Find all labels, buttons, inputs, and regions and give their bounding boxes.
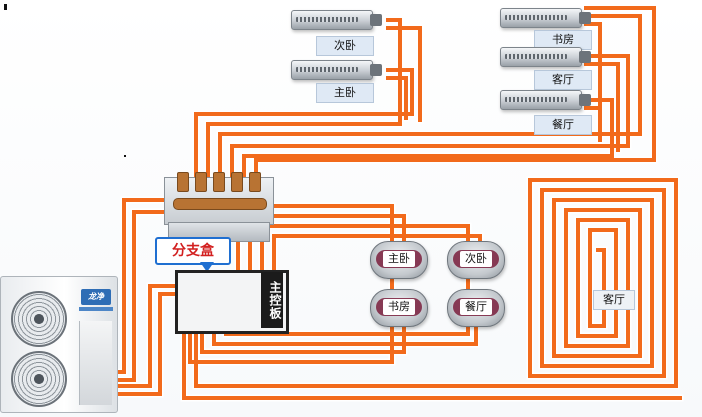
wall-unit-master-bedroom: 主卧 — [370, 241, 428, 279]
ducted-unit-label: 客厅 — [534, 70, 592, 90]
pipe — [182, 328, 682, 400]
valve-icon — [213, 172, 225, 192]
brand-stripe — [79, 307, 113, 311]
valve-icon — [195, 172, 207, 192]
ducted-unit-label: 餐厅 — [534, 115, 592, 135]
pipe — [236, 204, 394, 298]
pipe — [386, 26, 422, 122]
pipe — [114, 198, 170, 374]
brand-logo: 龙净 — [81, 289, 111, 305]
pipe — [230, 54, 630, 182]
ducted-unit-label: 次卧 — [316, 36, 374, 56]
callout-pointer — [200, 262, 214, 272]
pipe — [194, 68, 414, 182]
valve-icon — [249, 172, 261, 192]
pipe — [386, 76, 408, 120]
fan-icon — [11, 291, 67, 347]
pipe — [584, 106, 602, 130]
main-control-board: 主控板 — [261, 272, 283, 328]
floor-heating-label: 客厅 — [593, 290, 635, 310]
outdoor-side-panel — [79, 321, 112, 405]
ducted-unit-label: 书房 — [534, 30, 592, 50]
pipe — [254, 6, 656, 182]
wall-unit-label: 次卧 — [460, 251, 492, 267]
pipe — [584, 62, 620, 152]
pipe — [114, 292, 188, 396]
outdoor-unit: 龙净 — [0, 276, 118, 413]
ducted-unit-study — [500, 8, 591, 28]
stray-dot — [4, 4, 7, 10]
pipe — [194, 178, 678, 388]
pipe — [242, 98, 614, 182]
pipe — [114, 210, 170, 382]
wall-unit-label: 餐厅 — [460, 299, 492, 315]
pipe — [218, 14, 642, 182]
pipe — [114, 284, 188, 388]
branch-manifold — [173, 198, 267, 210]
wall-unit-label: 书房 — [383, 299, 415, 315]
wall-unit-dining-room: 餐厅 — [447, 289, 505, 327]
branch-distribution-box — [164, 172, 274, 225]
stray-dot — [124, 155, 126, 157]
valve-icon — [177, 172, 189, 192]
pipe — [248, 214, 406, 298]
wall-unit-study: 书房 — [370, 289, 428, 327]
ducted-unit-master-bedroom — [291, 60, 382, 80]
fan-icon — [11, 351, 67, 407]
pipe — [260, 224, 470, 298]
ducted-unit-second-bedroom — [291, 10, 382, 30]
pipe — [584, 22, 602, 142]
valve-icon — [231, 172, 243, 192]
wall-unit-second-bedroom: 次卧 — [447, 241, 505, 279]
ducted-unit-living-room — [500, 47, 591, 67]
ducted-unit-dining-room — [500, 90, 591, 110]
ducted-unit-label: 主卧 — [316, 83, 374, 103]
wall-unit-label: 主卧 — [383, 251, 415, 267]
branch-box-callout: 分支盒 — [155, 237, 231, 265]
pipe — [206, 18, 402, 182]
